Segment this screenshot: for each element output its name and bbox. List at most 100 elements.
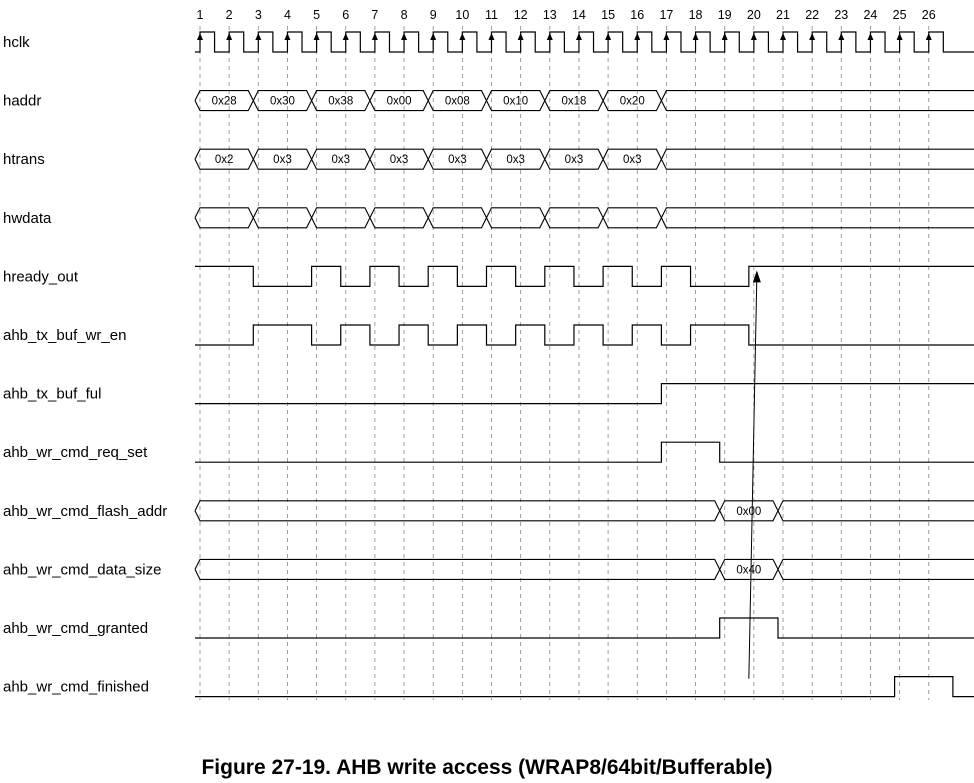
waveform-hclk xyxy=(195,31,974,53)
bus-value: 0x3 xyxy=(390,154,409,166)
cycle-label: 7 xyxy=(371,8,378,22)
rising-edge-arrow xyxy=(546,33,553,40)
bus-segment-ahb-wr-cmd-flash-addr xyxy=(777,500,974,522)
rising-edge-arrow xyxy=(925,33,932,40)
bus-segment-ahb-wr-cmd-data-size xyxy=(194,558,721,580)
cycle-label: 16 xyxy=(630,8,644,22)
cycle-label: 3 xyxy=(255,8,262,22)
bus-segment-htrans xyxy=(660,148,974,170)
rising-edge-arrow xyxy=(284,33,291,40)
rising-edge-arrow xyxy=(750,33,757,40)
rising-edge-arrow xyxy=(838,33,845,40)
rising-edge-arrow xyxy=(488,33,495,40)
bus-segment-haddr xyxy=(660,90,974,112)
waveform-ahb-wr-cmd-finished xyxy=(195,676,974,698)
rising-edge-arrow xyxy=(313,33,320,40)
waveform-ahb-wr-cmd-req-set xyxy=(195,441,974,463)
bus-value: 0x28 xyxy=(212,96,237,108)
waveform-ahb-tx-buf-wr-en xyxy=(195,324,974,346)
dependency-arrows xyxy=(748,270,761,679)
cycle-label: 19 xyxy=(718,8,732,22)
cycle-label: 11 xyxy=(485,8,498,22)
rising-edge-arrow xyxy=(809,33,816,40)
rising-edge-arrow xyxy=(430,33,437,40)
rising-edge-arrow xyxy=(226,33,233,40)
bus-segment-htrans xyxy=(427,148,487,170)
signal-label-ahb-wr-cmd-req-set: ahb_wr_cmd_req_set xyxy=(3,444,148,461)
bus-value: 0x3 xyxy=(331,154,350,166)
bus-segment-ahb-wr-cmd-data-size xyxy=(777,558,974,580)
bus-segment-haddr xyxy=(252,90,313,112)
bus-segment-hwdata xyxy=(486,207,546,229)
bus-segment-haddr xyxy=(427,90,487,112)
figure-caption: Figure 27-19. AHB write access (WRAP8/64… xyxy=(201,756,773,779)
rising-edge-arrow xyxy=(605,33,612,40)
cycle-label: 5 xyxy=(313,8,320,22)
rising-edge-arrow xyxy=(896,33,903,40)
bus-segment-htrans xyxy=(369,148,429,170)
rising-edge-arrow xyxy=(575,33,582,40)
cycle-label: 10 xyxy=(455,8,469,22)
cycle-label: 15 xyxy=(601,8,615,22)
rising-edge-arrow xyxy=(663,33,670,40)
cycle-label: 13 xyxy=(543,8,557,22)
signal-label-ahb-tx-buf-wr-en: ahb_tx_buf_wr_en xyxy=(3,327,126,344)
cycle-label: 21 xyxy=(776,8,790,22)
bus-segment-haddr xyxy=(544,90,604,112)
bus-segment-htrans xyxy=(311,148,371,170)
bus-segment-htrans xyxy=(486,148,546,170)
dependency-arrow-line xyxy=(748,276,758,679)
bus-segment-haddr xyxy=(311,90,371,112)
bus-value: 0x00 xyxy=(387,96,412,108)
bus-segment-haddr xyxy=(602,90,662,112)
bus-segment-htrans xyxy=(544,148,604,170)
bus-segment-htrans xyxy=(602,148,662,170)
cycle-label: 23 xyxy=(834,8,848,22)
bus-segment-hwdata xyxy=(369,207,429,229)
bus-segment-hwdata xyxy=(660,207,974,229)
bus-segment-hwdata xyxy=(544,207,604,229)
rising-edge-arrow xyxy=(867,33,874,40)
bus-segment-ahb-wr-cmd-flash-addr xyxy=(194,500,721,522)
signal-label-ahb-wr-cmd-flash-addr: ahb_wr_cmd_flash_addr xyxy=(3,503,167,520)
rising-edge-arrow xyxy=(721,33,728,40)
rising-edge-arrow xyxy=(459,33,466,40)
signal-label-ahb-wr-cmd-granted: ahb_wr_cmd_granted xyxy=(3,620,148,637)
bus-value: 0x2 xyxy=(215,154,234,166)
rising-edge-arrow xyxy=(517,33,524,40)
rising-edge-arrow xyxy=(371,33,378,40)
signal-name-labels: hclkhaddrhtranshwdatahready_outahb_tx_bu… xyxy=(3,34,167,696)
rising-edge-arrow xyxy=(401,33,408,40)
signal-label-haddr: haddr xyxy=(3,93,41,110)
signal-label-hclk: hclk xyxy=(3,34,30,51)
bus-segment-ahb-wr-cmd-flash-addr xyxy=(719,500,779,522)
bus-value: 0x30 xyxy=(270,96,295,108)
cycle-label: 18 xyxy=(689,8,703,22)
cycle-label: 20 xyxy=(747,8,761,22)
bus-value: 0x10 xyxy=(503,96,528,108)
cycle-label: 9 xyxy=(430,8,437,22)
bus-value: 0x3 xyxy=(448,154,467,166)
signal-label-hwdata: hwdata xyxy=(3,210,52,227)
bus-segment-haddr xyxy=(486,90,546,112)
bus-segment-ahb-wr-cmd-data-size xyxy=(719,558,779,580)
cycle-label: 6 xyxy=(342,8,349,22)
cycle-label: 12 xyxy=(514,8,528,22)
signal-label-htrans: htrans xyxy=(3,151,45,168)
bus-value: 0x3 xyxy=(273,154,292,166)
rising-edge-arrow xyxy=(197,33,203,40)
bus-segment-hwdata xyxy=(194,207,254,229)
bus-segment-htrans xyxy=(194,148,254,170)
rising-edge-arrow xyxy=(255,33,262,40)
cycle-label: 26 xyxy=(922,8,936,22)
dependency-arrow-head xyxy=(752,270,761,283)
bus-value: 0x3 xyxy=(506,154,525,166)
waveform-ahb-wr-cmd-granted xyxy=(195,617,974,639)
bus-value: 0x08 xyxy=(445,96,470,108)
rising-edge-arrow xyxy=(780,33,786,40)
bus-value: 0x18 xyxy=(561,96,586,108)
cycle-label: 1 xyxy=(197,8,204,22)
cycle-label: 4 xyxy=(284,8,291,22)
cycle-label: 14 xyxy=(572,8,586,22)
